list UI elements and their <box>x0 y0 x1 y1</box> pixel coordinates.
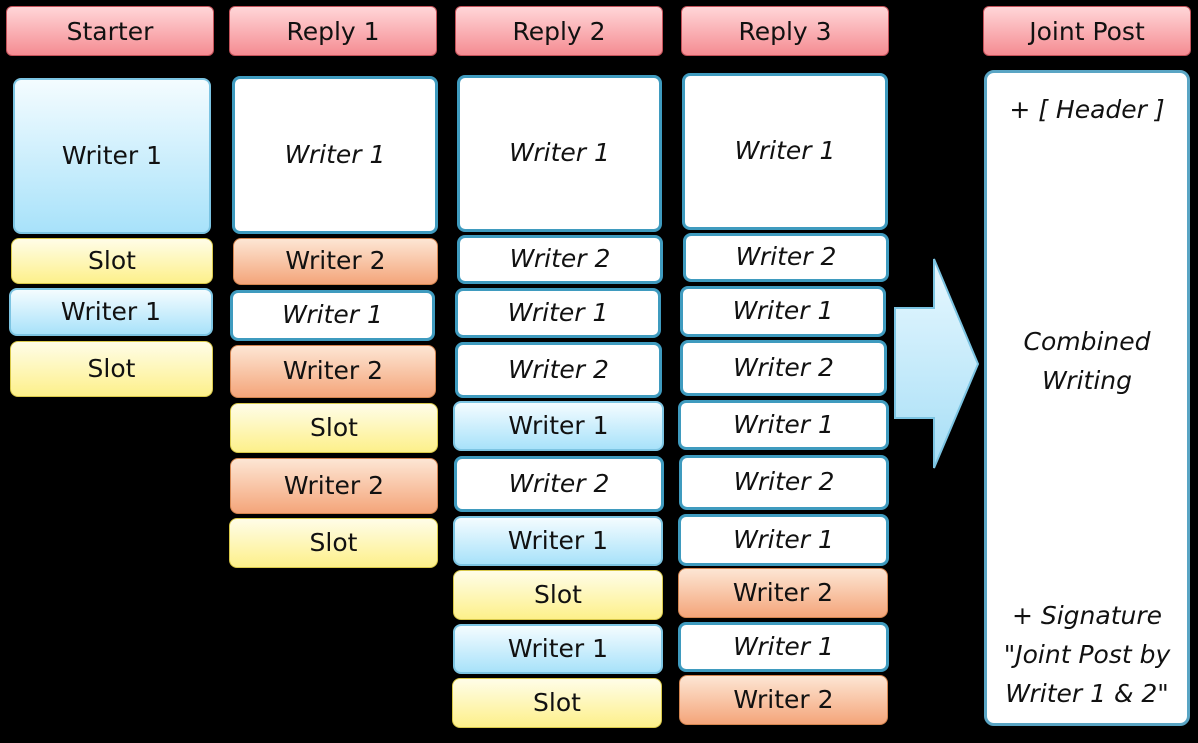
joint-post-box: + [ Header ] Combined Writing + Signatur… <box>984 70 1190 726</box>
joint-post-header: + [ Header ] <box>987 91 1187 130</box>
reply-3-writer-1-main: Writer 1 <box>682 73 888 230</box>
reply-1-writer-2: Writer 2 <box>230 345 436 398</box>
reply-2-slot: Slot <box>453 570 663 620</box>
header-starter: Starter <box>6 6 214 56</box>
reply-2-slot: Slot <box>452 678 662 728</box>
joint-post-signature-line: "Joint Post by <box>1003 639 1171 669</box>
header-reply-2: Reply 2 <box>455 6 663 56</box>
starter-writer-1: Writer 1 <box>9 288 213 336</box>
reply-3-writer-1: Writer 1 <box>678 400 889 450</box>
joint-post-signature: + Signature "Joint Post by Writer 1 & 2" <box>987 597 1187 713</box>
reply-1-slot: Slot <box>230 403 438 453</box>
starter-slot: Slot <box>11 238 213 284</box>
reply-1-writer-1: Writer 1 <box>230 290 435 341</box>
reply-1-writer-1-main: Writer 1 <box>232 76 438 234</box>
joint-post-signature-line: Writer 1 & 2" <box>1005 678 1169 708</box>
reply-3-writer-2: Writer 2 <box>679 675 888 725</box>
starter-slot: Slot <box>10 341 213 397</box>
reply-2-writer-1: Writer 1 <box>453 624 663 674</box>
reply-3-writer-2: Writer 2 <box>683 233 889 282</box>
reply-2-writer-2: Writer 2 <box>455 342 662 398</box>
joint-post-signature-line: + Signature <box>1011 601 1163 630</box>
reply-3-writer-1: Writer 1 <box>678 622 889 672</box>
reply-3-writer-1: Writer 1 <box>678 514 889 566</box>
reply-2-writer-1: Writer 1 <box>453 401 664 451</box>
reply-1-writer-2: Writer 2 <box>230 458 438 514</box>
reply-3-writer-2: Writer 2 <box>679 455 889 510</box>
header-joint-post: Joint Post <box>983 6 1191 56</box>
reply-3-writer-2: Writer 2 <box>680 340 887 396</box>
right-arrow-icon <box>894 258 980 469</box>
reply-2-writer-2: Writer 2 <box>457 235 663 284</box>
header-reply-3: Reply 3 <box>681 6 889 56</box>
reply-3-writer-1: Writer 1 <box>680 286 886 337</box>
reply-2-writer-2: Writer 2 <box>454 456 664 512</box>
starter-writer-1-main: Writer 1 <box>13 78 211 234</box>
joint-post-body-line: Writing <box>1042 365 1132 395</box>
reply-1-slot: Slot <box>229 518 438 568</box>
reply-2-writer-1: Writer 1 <box>455 288 661 338</box>
reply-2-writer-1: Writer 1 <box>453 516 663 566</box>
joint-post-header-text: + [ Header ] <box>1009 95 1165 124</box>
reply-1-writer-2: Writer 2 <box>233 238 438 285</box>
joint-post-body: Combined Writing <box>987 323 1187 401</box>
reply-3-writer-2: Writer 2 <box>678 568 888 618</box>
reply-2-writer-1-main: Writer 1 <box>457 75 662 232</box>
header-reply-1: Reply 1 <box>229 6 437 56</box>
joint-post-body-line: Combined <box>1023 327 1151 356</box>
